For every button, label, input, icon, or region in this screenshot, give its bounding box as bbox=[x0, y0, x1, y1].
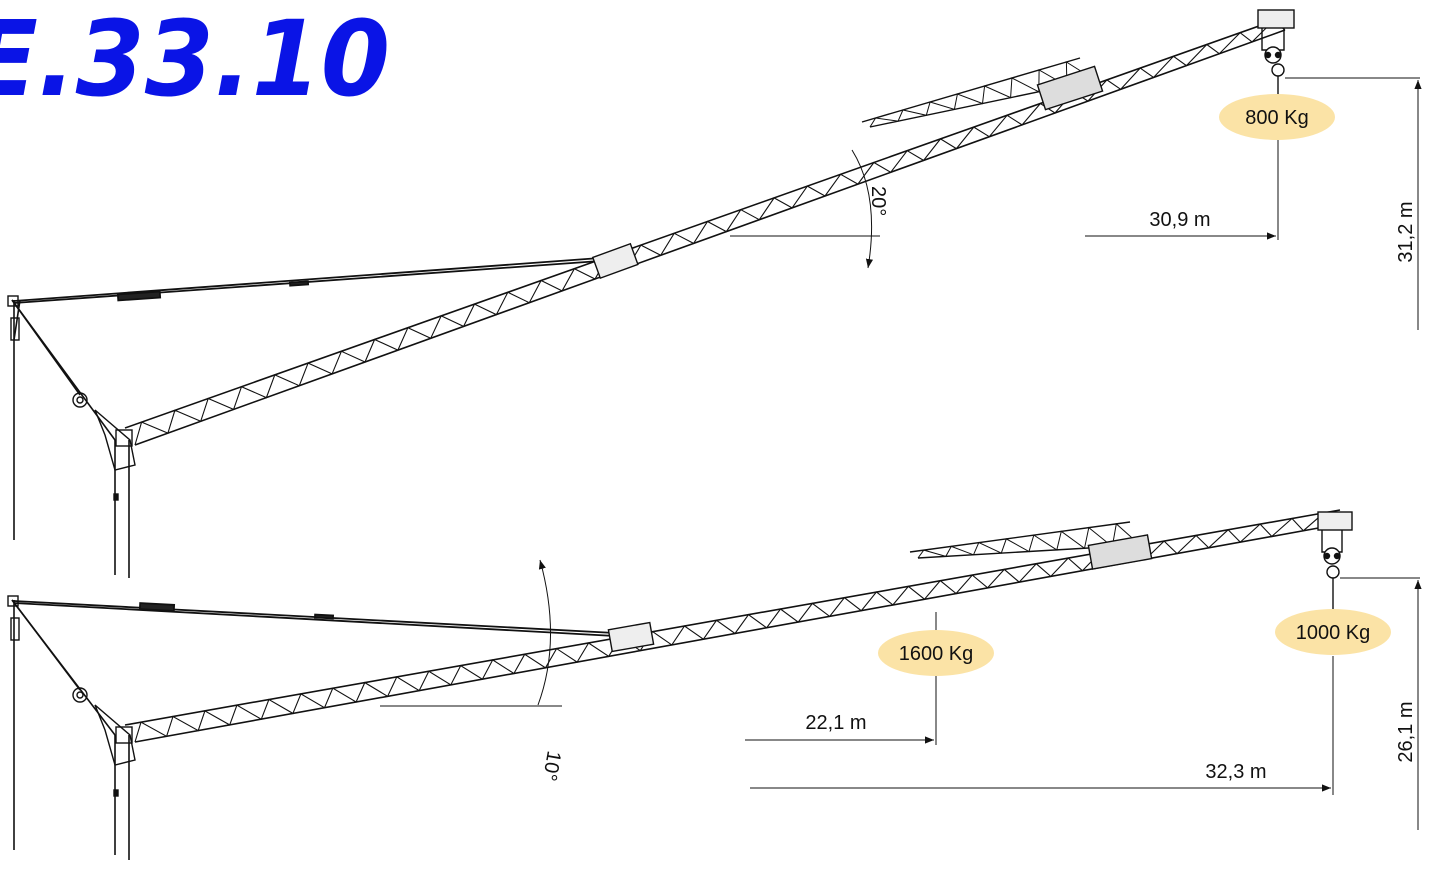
upper-tip-load-badge bbox=[1219, 94, 1335, 140]
upper-mast bbox=[11, 299, 130, 578]
lower-tip-load-label: 1000 Kg bbox=[1296, 622, 1371, 644]
lower-mid-load-badge bbox=[878, 630, 994, 676]
lower-jib bbox=[124, 509, 1341, 743]
lower-mid-radius-label: 22,1 m bbox=[805, 712, 866, 734]
upper-height-dimension bbox=[1285, 77, 1422, 330]
lower-fly-jib bbox=[607, 521, 1153, 653]
lower-tip-radius-dimension bbox=[750, 656, 1334, 795]
model-title: E.33.10 bbox=[0, 0, 390, 120]
lower-angle-mark bbox=[380, 559, 562, 707]
lower-mid-load-label: 1600 Kg bbox=[899, 643, 974, 665]
upper-tip-radius-label: 30,9 m bbox=[1149, 209, 1210, 231]
lower-tip-trolley bbox=[1317, 511, 1353, 610]
lower-mast-head bbox=[7, 595, 136, 797]
lower-tip-radius-label: 32,3 m bbox=[1205, 761, 1266, 783]
lower-angle-label: 10° bbox=[538, 749, 565, 783]
lower-mast bbox=[11, 599, 130, 860]
upper-tip-trolley bbox=[1257, 9, 1295, 100]
upper-angle-label: 20° bbox=[867, 186, 889, 216]
upper-mast-head bbox=[7, 295, 136, 501]
lower-configuration bbox=[7, 509, 1422, 860]
lower-tie-rod bbox=[13, 600, 616, 637]
lower-tip-load-badge bbox=[1275, 609, 1391, 655]
upper-fly-jib bbox=[591, 57, 1104, 280]
lower-height-dimension bbox=[1340, 577, 1422, 830]
upper-configuration bbox=[7, 9, 1422, 578]
upper-angle-mark bbox=[730, 149, 880, 269]
upper-tip-height-label: 31,2 m bbox=[1395, 201, 1417, 262]
lower-tip-height-label: 26,1 m bbox=[1395, 701, 1417, 762]
upper-radius-dimension bbox=[1085, 140, 1279, 240]
lower-mid-radius-dimension bbox=[745, 612, 937, 745]
upper-tip-load-label: 800 Kg bbox=[1245, 107, 1308, 129]
upper-tie-rod bbox=[13, 257, 601, 304]
